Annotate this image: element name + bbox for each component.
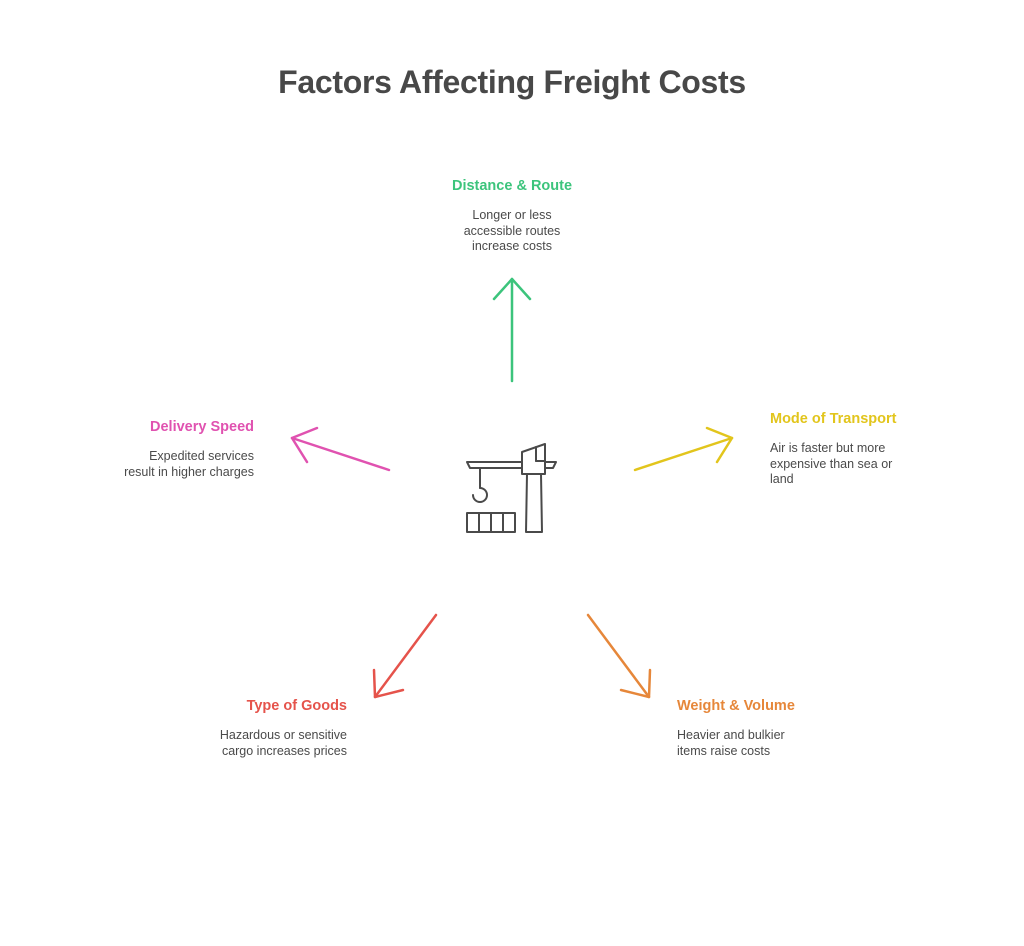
arrow-weight (586, 613, 652, 699)
desc-line: Heavier and bulkier (677, 728, 785, 742)
desc-line: Longer or less (472, 208, 552, 222)
factor-description: Hazardous or sensitive cargo increases p… (147, 728, 347, 759)
diagram-title: Factors Affecting Freight Costs (278, 64, 746, 100)
factor-heading: Mode of Transport (770, 411, 897, 427)
desc-line: items raise costs (677, 743, 771, 758)
arrow-speed (290, 426, 391, 472)
factor-heading: Type of Goods (246, 698, 347, 714)
factor-description: Longer or less accessible routes increas… (412, 208, 612, 255)
desc-line: expensive than sea or (770, 456, 893, 471)
factor-description: Heavier and bulkier items raise costs (677, 728, 877, 759)
factor-weight: Weight & Volume Heavier and bulkier item… (677, 698, 877, 759)
desc-line: cargo increases prices (221, 743, 347, 758)
desc-line: Hazardous or sensitive (219, 728, 347, 742)
desc-line: accessible routes (463, 223, 561, 238)
arrow-mode (633, 426, 734, 472)
factor-heading: Delivery Speed (150, 419, 254, 435)
desc-line: Expedited services (149, 449, 254, 463)
desc-line: result in higher charges (124, 464, 254, 479)
factor-goods: Type of Goods Hazardous or sensitive car… (147, 698, 347, 759)
desc-line: increase costs (472, 239, 552, 253)
factor-speed: Delivery Speed Expedited services result… (54, 419, 254, 480)
factor-description: Expedited services result in higher char… (54, 449, 254, 480)
desc-line: land (770, 472, 794, 486)
factor-description: Air is faster but more expensive than se… (770, 441, 970, 488)
factor-mode: Mode of Transport Air is faster but more… (770, 411, 970, 488)
arrow-goods (372, 613, 438, 699)
factor-distance: Distance & Route Longer or less accessib… (412, 178, 612, 255)
factor-heading: Distance & Route (451, 178, 573, 194)
factor-heading: Weight & Volume (677, 698, 795, 714)
crane-icon (466, 443, 557, 533)
arrow-distance (492, 277, 532, 383)
desc-line: Air is faster but more (770, 441, 886, 455)
